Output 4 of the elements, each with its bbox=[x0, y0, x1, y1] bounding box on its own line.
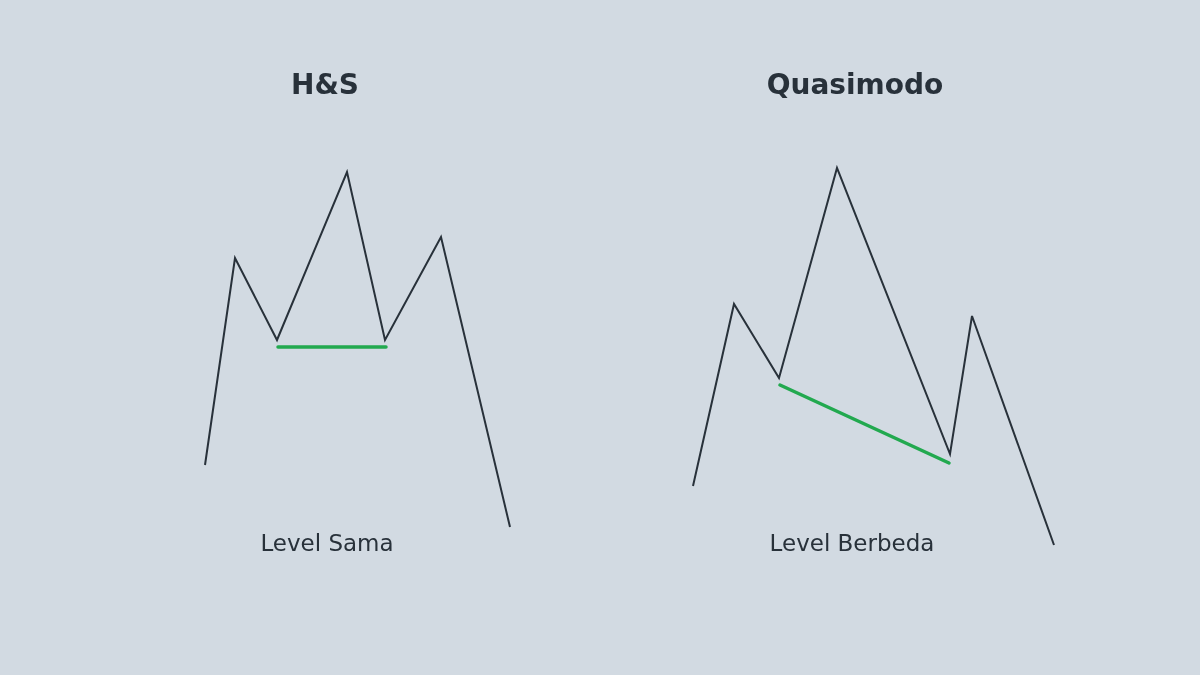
pattern-caption: Level Berbeda bbox=[769, 530, 935, 556]
pattern-caption: Level Sama bbox=[260, 530, 394, 556]
pattern-title: Quasimodo bbox=[766, 68, 944, 101]
pattern-title: H&S bbox=[291, 68, 359, 101]
